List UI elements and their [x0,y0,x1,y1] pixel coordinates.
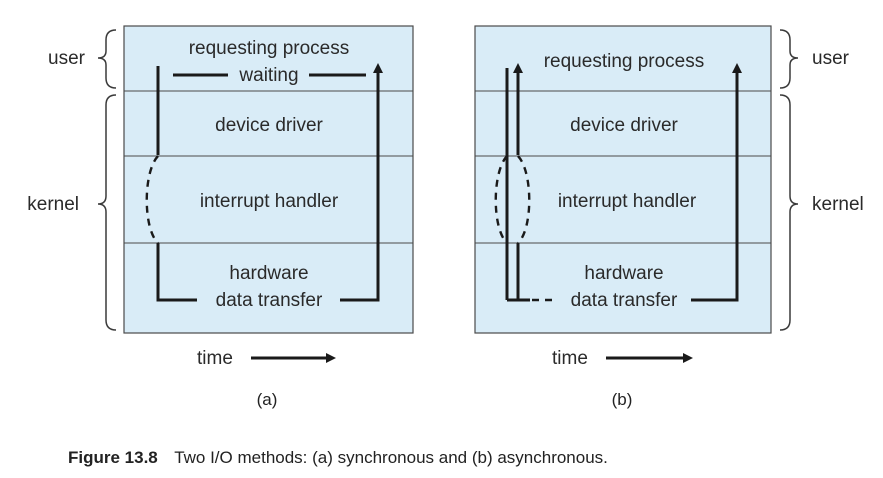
panel-a-sublabel: (a) [257,390,278,409]
panel-b-kernel-label: kernel [812,194,864,215]
panel-b-interrupt-handler: interrupt handler [558,191,697,212]
panel-a: requesting process waiting device driver… [27,25,414,409]
panel-a-flow-return [340,63,383,302]
panel-b-time-label: time [552,348,588,369]
panel-b: requesting process device driver interru… [474,25,864,409]
panel-b-sublabel: (b) [612,390,633,409]
panel-a-flow-dashed [145,155,159,244]
panel-a-time-label: time [197,348,233,369]
panel-b-hardware: hardware [584,263,663,284]
panel-b-user-label: user [812,48,850,69]
panel-a-user-label: user [48,48,86,69]
panel-a-kernel-brace [97,94,117,331]
figure-caption-label: Figure 13.8 [68,448,158,467]
panel-a-requesting-process: requesting process [189,38,350,59]
panel-b-user-brace [779,29,799,89]
figure-caption-text: Two I/O methods: (a) synchronous and (b)… [174,448,608,467]
panel-a-data-transfer: data transfer [216,290,323,311]
panel-b-requesting-process: requesting process [544,51,705,72]
panel-a-user-brace [97,29,117,89]
panel-b-box [474,25,772,334]
panel-b-flow-dashed-left [494,155,508,244]
panel-b-device-driver: device driver [570,115,678,136]
panel-a-waiting-label: waiting [238,65,298,86]
figure-caption: Figure 13.8 Two I/O methods: (a) synchro… [68,448,608,467]
panel-a-box [123,25,414,334]
panel-a-kernel-label: kernel [27,194,79,215]
panel-b-flow-dashed-right [517,155,531,244]
panel-a-hardware: hardware [229,263,308,284]
panel-a-flow-bottom-left [156,243,197,302]
panel-b-data-transfer: data transfer [571,290,678,311]
panel-b-kernel-brace [779,94,799,331]
panel-a-interrupt-handler: interrupt handler [200,191,339,212]
panel-a-device-driver: device driver [215,115,323,136]
panel-b-flow-return [691,63,742,302]
